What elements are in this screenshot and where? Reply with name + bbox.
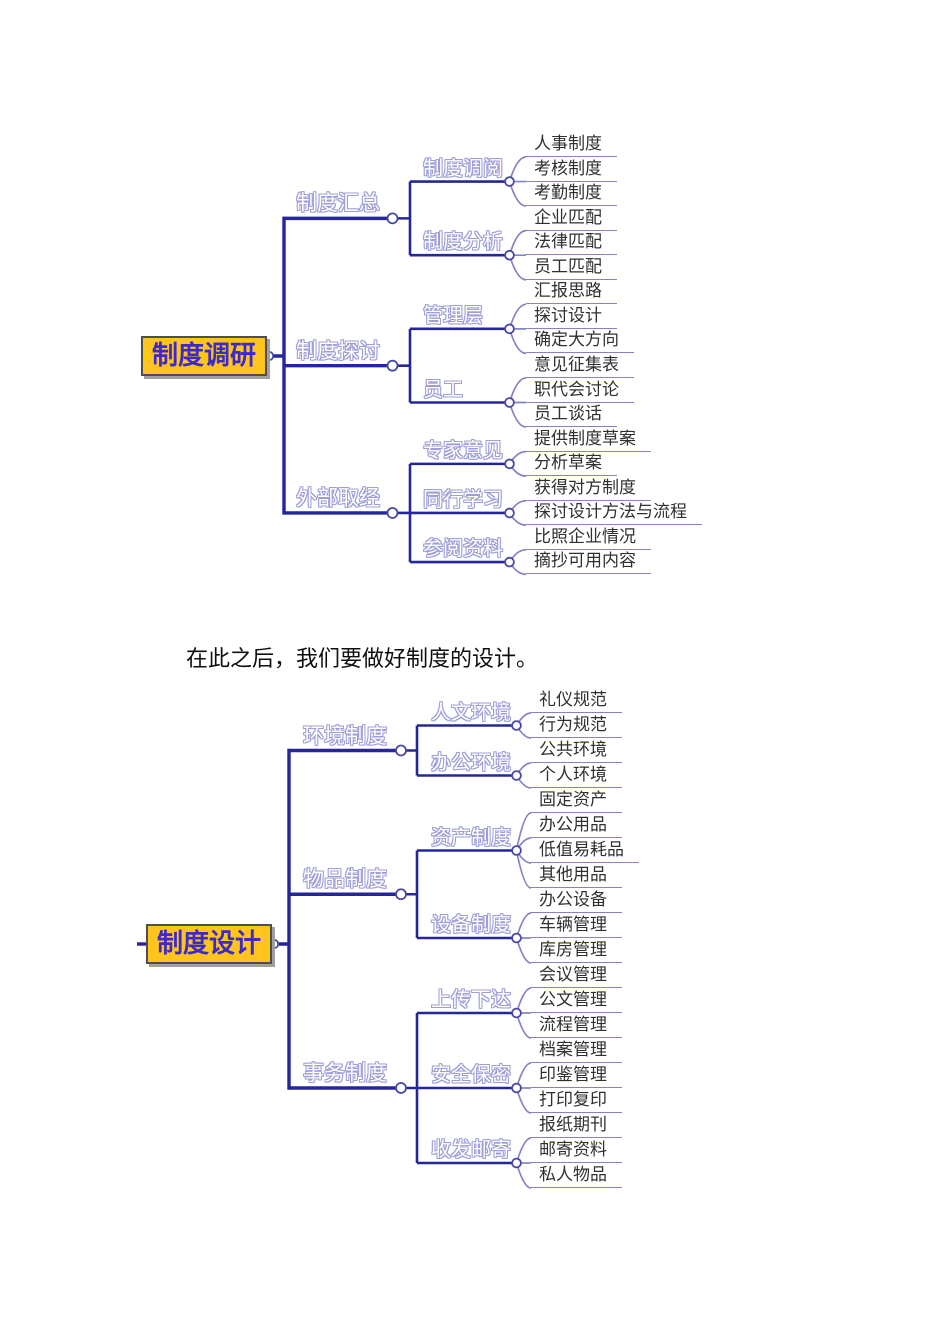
subbranch-label: 专家意见 — [423, 437, 503, 462]
design-root-node: 制度设计 — [145, 924, 272, 964]
leaf-label: 印鉴管理 — [531, 1066, 622, 1088]
leaf-label: 办公设备 — [531, 891, 622, 913]
branch-label: 外部取经 — [296, 485, 380, 510]
subbranch-label: 制度调阅 — [423, 155, 503, 180]
leaf-label: 考核制度 — [526, 159, 617, 182]
leaf-label: 探讨设计方法与流程 — [526, 503, 702, 526]
leaf-label: 流程管理 — [531, 1016, 622, 1038]
junction-dot — [504, 556, 515, 568]
subbranch-label: 参阅资料 — [423, 536, 503, 561]
leaf-label: 公共环境 — [531, 741, 622, 763]
research-root-node: 制度调研 — [140, 336, 267, 376]
leaf-label: 邮寄资料 — [531, 1141, 622, 1163]
branch-label: 环境制度 — [303, 723, 387, 748]
leaf-label: 其他用品 — [531, 866, 622, 888]
subbranch-label: 安全保密 — [431, 1062, 511, 1086]
leaf-label: 获得对方制度 — [526, 478, 651, 501]
leaf-curve-line — [515, 850, 532, 889]
leaf-label: 报纸期刊 — [531, 1116, 622, 1138]
leaf-label: 考勤制度 — [526, 184, 617, 207]
subbranch-label: 收发邮寄 — [431, 1137, 511, 1161]
leaf-label: 人事制度 — [526, 135, 617, 157]
junction-dot — [504, 507, 515, 519]
junction-dot — [395, 744, 407, 757]
leaf-label: 法律匹配 — [526, 233, 617, 256]
leaf-label: 行为规范 — [531, 716, 622, 738]
branch-label: 事务制度 — [303, 1061, 387, 1085]
leaf-curve-line — [515, 812, 532, 851]
junction-dot — [386, 212, 399, 225]
junction-dot — [504, 249, 515, 261]
branch-label: 物品制度 — [303, 867, 387, 892]
leaf-label: 私人物品 — [531, 1166, 622, 1188]
junction-dot — [504, 176, 515, 187]
junction-dot — [386, 507, 399, 519]
junction-dot — [395, 888, 407, 901]
subbranch-label: 员工 — [423, 376, 463, 401]
leaf-label: 摘抄可用内容 — [526, 552, 651, 575]
leaf-label: 意见征集表 — [526, 355, 634, 378]
junction-dot — [504, 458, 515, 470]
leaf-label: 分析草案 — [526, 454, 617, 477]
leaf-label: 汇报思路 — [526, 282, 617, 305]
leaf-label: 档案管理 — [531, 1041, 622, 1063]
junction-dot — [511, 770, 522, 781]
branch-label: 制度汇总 — [296, 191, 380, 216]
leaf-label: 比照企业情况 — [526, 527, 651, 550]
junction-dot — [511, 1082, 522, 1094]
junction-dot — [504, 323, 515, 335]
leaf-label: 打印复印 — [531, 1091, 622, 1113]
subbranch-label: 设备制度 — [431, 912, 511, 936]
subbranch-label: 制度分析 — [423, 229, 503, 254]
subbranch-label: 上传下达 — [431, 987, 511, 1011]
subbranch-label: 人文环境 — [431, 699, 511, 724]
junction-dot — [511, 1007, 522, 1019]
junction-dot — [386, 359, 399, 372]
leaf-label: 车辆管理 — [531, 916, 622, 938]
leaf-label: 员工匹配 — [526, 257, 617, 280]
junction-dot — [511, 720, 522, 731]
leaf-label: 库房管理 — [531, 941, 622, 963]
leaf-label: 办公用品 — [531, 816, 622, 838]
subbranch-label: 资产制度 — [431, 824, 511, 849]
subbranch-label: 同行学习 — [423, 486, 503, 511]
leaf-label: 企业匹配 — [526, 208, 617, 231]
leaf-label: 个人环境 — [531, 766, 622, 788]
leaf-label: 低值易耗品 — [531, 841, 639, 863]
leaf-label: 礼仪规范 — [531, 691, 622, 713]
subbranch-label: 管理层 — [423, 302, 483, 327]
branch-label: 制度探讨 — [296, 338, 380, 363]
leaf-label: 公文管理 — [531, 991, 622, 1013]
caption-text: 在此之后，我们要做好制度的设计。 — [186, 647, 539, 672]
junction-dot — [395, 1082, 407, 1094]
leaf-label: 探讨设计 — [526, 306, 617, 329]
junction-dot — [511, 1157, 522, 1169]
leaf-label: 会议管理 — [531, 966, 622, 988]
leaf-label: 提供制度草案 — [526, 429, 651, 452]
junction-dot — [511, 845, 522, 856]
subbranch-label: 办公环境 — [431, 749, 511, 774]
leaf-label: 固定资产 — [531, 791, 622, 813]
junction-dot — [511, 932, 522, 944]
leaf-label: 确定大方向 — [526, 331, 634, 354]
junction-dot — [504, 397, 515, 408]
leaf-label: 员工谈话 — [526, 405, 617, 428]
leaf-label: 职代会讨论 — [526, 380, 634, 403]
